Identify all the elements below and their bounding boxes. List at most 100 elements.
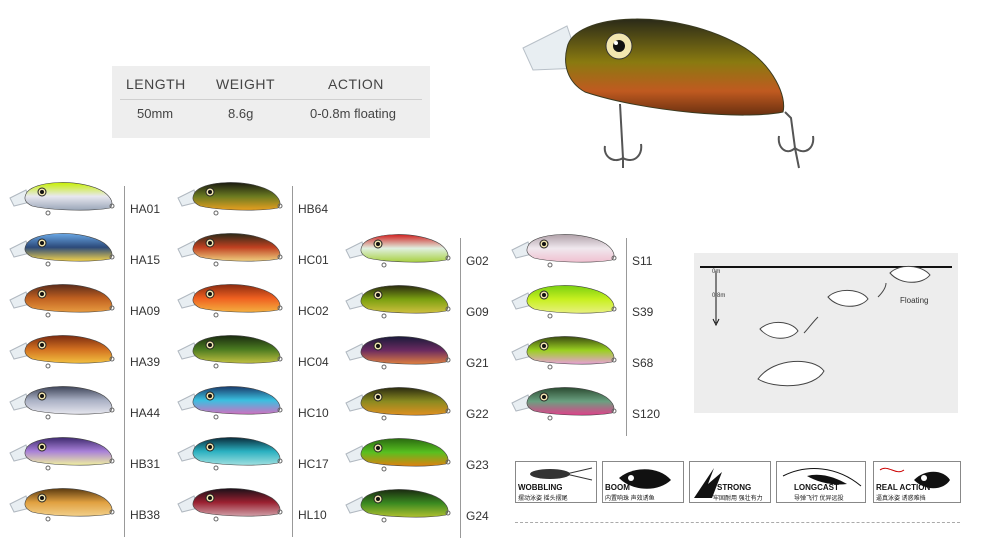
tail-ring — [109, 203, 115, 209]
lure-icon — [9, 386, 115, 420]
hook-ring — [213, 465, 219, 471]
lure-pupil — [40, 394, 44, 398]
tail-ring — [445, 459, 451, 465]
lure-body — [24, 233, 113, 262]
feature-strong-box — [689, 461, 771, 503]
tail-ring — [109, 305, 115, 311]
tail-ring — [611, 255, 617, 261]
lure-icon — [345, 336, 451, 370]
lure-item-g02 — [344, 230, 454, 270]
lure-item-hc02 — [176, 280, 286, 320]
lure-pupil — [40, 241, 44, 245]
lure-code-label: HC17 — [298, 457, 329, 471]
feature-strong-subtitle: 牢固耐用 强壮有力 — [713, 496, 763, 502]
lure-body — [24, 284, 113, 313]
hook-ring — [381, 466, 387, 472]
lure-body — [360, 234, 449, 263]
lure-code-label: HB38 — [130, 508, 161, 522]
lure-pupil — [208, 241, 212, 245]
lure-item-s39 — [510, 281, 620, 321]
lure-body — [24, 488, 113, 517]
tail-ring — [445, 255, 451, 261]
hook-ring — [213, 516, 219, 522]
feature-boom: BOOM 内置响珠 声效诱鱼 — [602, 443, 684, 503]
lure-pupil — [376, 293, 380, 297]
lure-item-hc10 — [176, 382, 286, 422]
lure-item-ha15 — [8, 229, 118, 269]
feature-strong: STRONG 牢固耐用 强壮有力 — [689, 443, 771, 503]
tail-ring — [277, 458, 283, 464]
column-divider — [626, 238, 627, 436]
lure-body — [192, 437, 281, 466]
hook-ring — [381, 415, 387, 421]
depth-top-label: 0m — [712, 269, 721, 275]
lure-pupil — [40, 496, 44, 500]
lure-code-label: G09 — [466, 305, 489, 319]
hook-ring — [547, 262, 553, 268]
lure-pupil — [376, 446, 380, 450]
spec-header-length: LENGTH — [126, 76, 186, 92]
feature-longcast-title: LONGCAST — [794, 483, 839, 492]
lure-body — [24, 335, 113, 364]
lure-item-g22 — [344, 383, 454, 423]
lure-body — [192, 284, 281, 313]
feature-boom-subtitle: 内置响珠 声效诱鱼 — [605, 496, 655, 502]
lure-icon — [177, 284, 283, 318]
lure-icon — [511, 234, 617, 268]
boom-sound-icon — [619, 469, 671, 489]
feature-boom-title: BOOM — [605, 483, 630, 492]
lure-code-label: HB64 — [298, 202, 329, 216]
lure-body — [526, 336, 615, 365]
lure-pupil — [208, 343, 212, 347]
feature-wobbling-box — [515, 461, 597, 503]
lure-icon — [511, 285, 617, 319]
hook-ring — [45, 363, 51, 369]
depth-bottom-label: 0.8m — [712, 293, 726, 299]
wobbling-lure-icon — [530, 467, 593, 481]
lure-code-label: HA44 — [130, 406, 161, 420]
lure-body — [192, 488, 281, 517]
spec-value-length: 50mm — [137, 106, 174, 121]
lure-item-g09 — [344, 281, 454, 321]
lure-code-label: G23 — [466, 458, 489, 472]
lure-icon — [177, 488, 283, 522]
lure-code-label: G02 — [466, 254, 489, 268]
spec-value-weight: 8.6g — [228, 106, 254, 121]
floating-label: Floating — [900, 296, 929, 305]
lure-item-hb38 — [8, 484, 118, 524]
lure-body — [360, 285, 449, 314]
feature-real-action: REAL ACTION 逼真泳姿 诱惑难挡 — [873, 443, 961, 503]
lure-body — [24, 182, 113, 211]
lure-pupil — [208, 496, 212, 500]
feature-wobbling-title: WOBBLING — [518, 483, 563, 492]
footer-dashed-divider — [515, 522, 960, 523]
lure-code-label: G21 — [466, 356, 489, 370]
lure-item-hc04 — [176, 331, 286, 371]
feature-real-action-box — [873, 461, 961, 503]
hook-ring — [381, 517, 387, 523]
lure-pupil — [40, 190, 44, 194]
feature-wobbling: WOBBLING 摆动泳姿 摇头摆尾 — [515, 443, 597, 503]
tail-ring — [277, 254, 283, 260]
lure-body — [526, 234, 615, 263]
lure-icon — [9, 284, 115, 318]
lure-item-hb31 — [8, 433, 118, 473]
lure-pupil — [40, 292, 44, 296]
strong-hook-icon — [694, 468, 722, 498]
lure-code-label: S11 — [632, 254, 653, 268]
lure-icon — [345, 285, 451, 319]
feature-longcast-subtitle: 导弹飞行 优异远投 — [794, 496, 844, 502]
hook-ring — [213, 261, 219, 267]
tail-ring — [611, 357, 617, 363]
lure-code-label: HC01 — [298, 253, 329, 267]
lure-code-label: HA39 — [130, 355, 161, 369]
lure-item-g23 — [344, 434, 454, 474]
hook-ring — [45, 414, 51, 420]
hook-ring — [547, 364, 553, 370]
tail-ring — [277, 203, 283, 209]
tail-ring — [445, 408, 451, 414]
lure-body — [360, 387, 449, 416]
feature-longcast: LONGCAST 导弹飞行 优异远投 — [776, 443, 866, 503]
lure-body — [360, 336, 449, 365]
lure-item-ha39 — [8, 331, 118, 371]
